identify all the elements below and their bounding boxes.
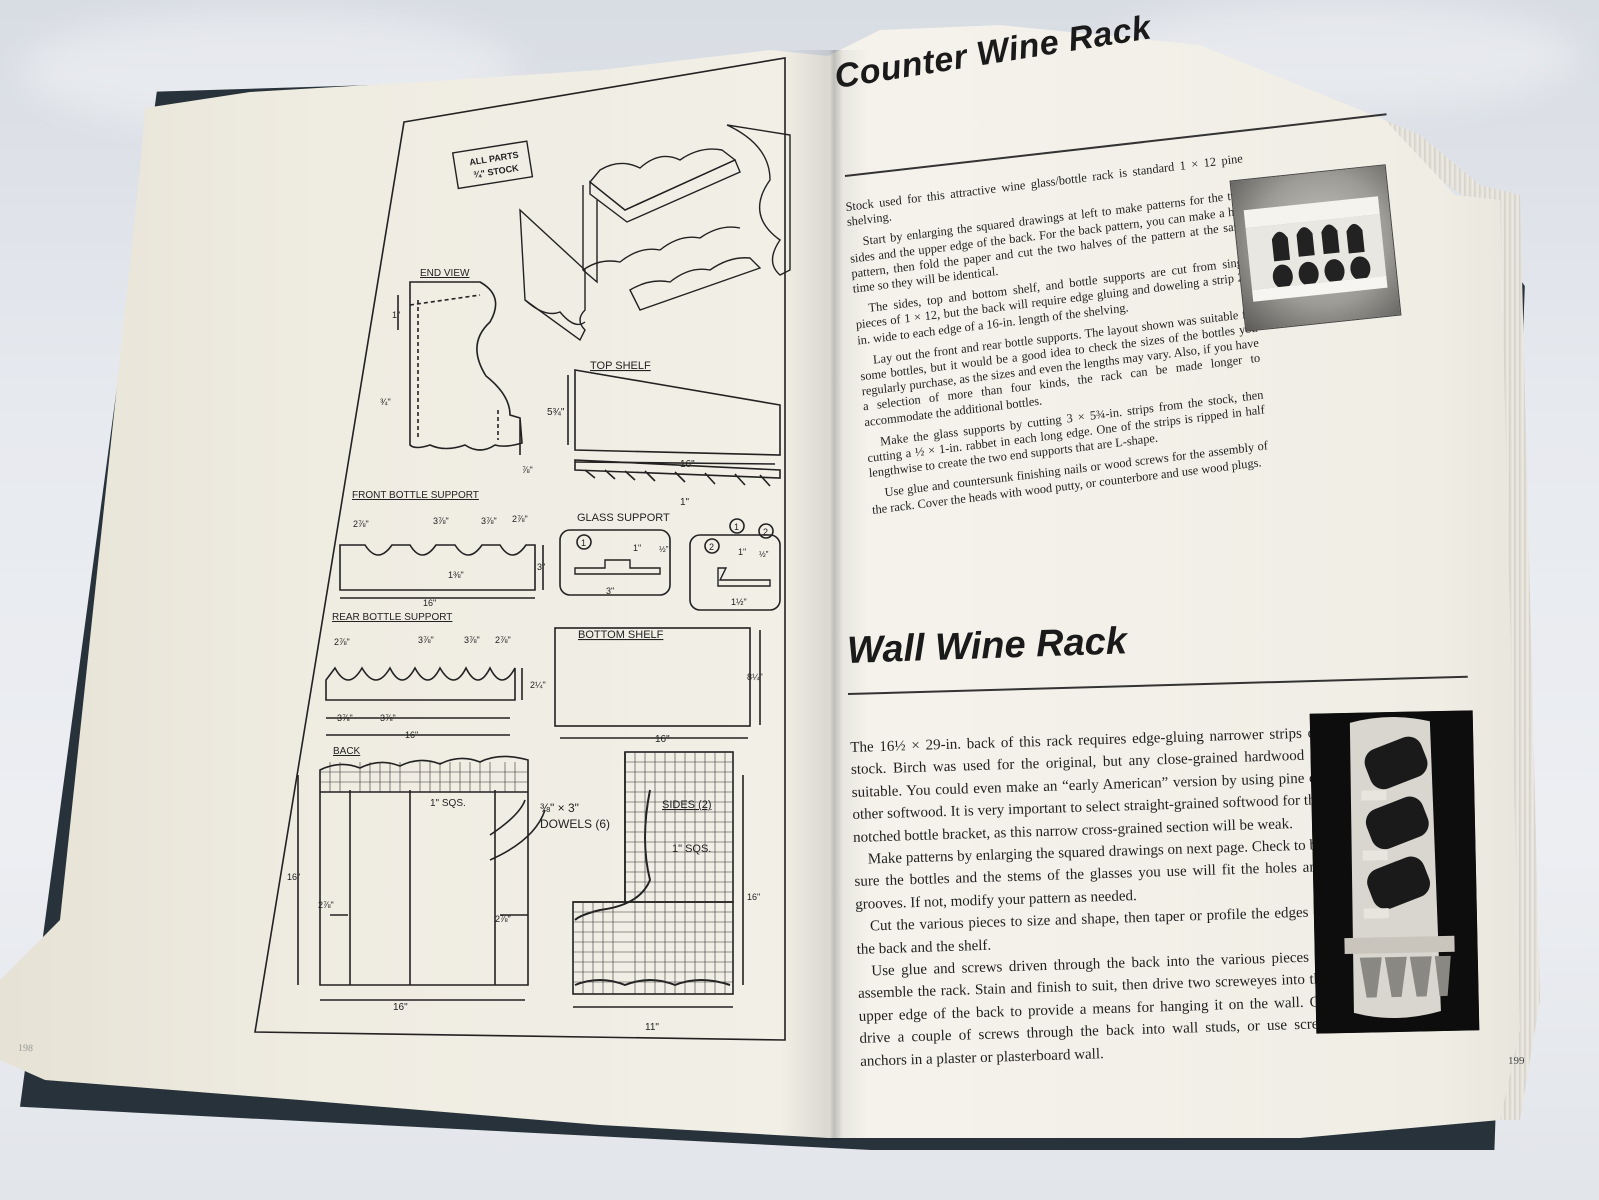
callout-2-glass: 2 (709, 542, 714, 552)
dim-back-width: 16" (393, 1002, 408, 1013)
dim-end-view-bottom: ⅞" (522, 465, 533, 475)
dim-front-a: 2⅞" (353, 519, 369, 529)
top-shelf-detail (567, 369, 781, 487)
dim-top-shelf-width: 16" (680, 459, 695, 470)
dim-front-c: 3⅞" (481, 516, 497, 526)
back-squares-label: 1" SQS. (430, 798, 466, 809)
dim-rear-width: 16" (405, 730, 418, 740)
front-bottle-support-label: FRONT BOTTLE SUPPORT (352, 490, 479, 501)
dim-back-right-offset: 2⅞" (495, 914, 511, 924)
dowels-label-line1: ⅜" × 3" (540, 801, 579, 815)
callout-1-glass: 1 (581, 538, 586, 548)
dim-glass1-width: 3" (606, 586, 614, 596)
dim-top-shelf-height: 5¾" (547, 407, 565, 418)
dim-front-b: 3⅞" (433, 516, 449, 526)
dim-glass1-top: 1" (633, 543, 641, 553)
dim-front-d: 2⅞" (512, 514, 528, 524)
dim-front-height: 3" (537, 562, 545, 572)
dim-rear-b: 3⅞" (418, 635, 434, 645)
back-label: BACK (333, 746, 361, 757)
front-bottle-support-detail (339, 544, 544, 599)
back-detail (297, 755, 546, 1001)
callout-1-shelf: 1 (734, 522, 739, 532)
dim-bottom-height: 8¼" (747, 672, 763, 682)
dim-sides-height: 16" (747, 892, 760, 902)
dim-end-view-side: ¾" (380, 397, 391, 407)
dim-rear-height: 2¼" (530, 680, 546, 690)
dowels-label-line2: DOWELS (6) (540, 817, 610, 831)
dim-bottom-width: 16" (655, 734, 670, 745)
dim-glass2-top: 1" (738, 547, 746, 557)
dim-back-left-offset: 2⅞" (318, 900, 334, 910)
end-view-label: END VIEW (420, 268, 470, 279)
sides-label: SIDES (2) (662, 799, 712, 811)
rear-bottle-support-detail (325, 666, 523, 736)
dim-top-shelf-notch: 1" (680, 497, 690, 508)
back-grid-lines (320, 762, 528, 792)
drawing-frame (254, 57, 786, 1041)
top-shelf-label: TOP SHELF (590, 360, 651, 372)
dim-sides-width: 11" (645, 1022, 659, 1033)
dim-rear-spacing-2: 3⅞" (380, 713, 396, 723)
dim-glass2-width: 1½" (731, 597, 747, 607)
callout-2-shelf: 2 (763, 527, 768, 537)
dim-rear-c: 3⅞" (464, 635, 480, 645)
dim-front-width: 16" (423, 598, 436, 608)
dim-rear-spacing-1: 3⅞" (337, 713, 353, 723)
dim-back-height: 16" (287, 872, 300, 882)
left-page-number: 198 (17, 1042, 34, 1055)
dim-end-view-top: 1" (392, 310, 400, 320)
end-view-detail (397, 281, 523, 455)
bottom-shelf-label: BOTTOM SHELF (578, 629, 664, 641)
dim-glass2-side: ½" (759, 550, 769, 559)
sides-squares-label: 1" SQS. (672, 843, 711, 855)
sides-grid-detail (572, 751, 744, 1008)
dim-front-hole: 1⅜" (448, 570, 464, 580)
bottom-shelf-detail (554, 627, 751, 727)
dim-glass1-side: ½" (659, 545, 669, 554)
glass-support-2 (689, 534, 781, 611)
all-parts-note: ALL PARTS ¾" STOCK (451, 140, 534, 190)
sides-grid-lines (573, 752, 733, 994)
rear-bottle-support-label: REAR BOTTLE SUPPORT (332, 612, 452, 623)
exploded-rack-illustration (519, 124, 791, 342)
dim-rear-a: 2⅞" (334, 637, 350, 647)
dim-rear-d: 2⅞" (495, 635, 511, 645)
glass-support-label: GLASS SUPPORT (577, 512, 670, 524)
glass-support-1 (559, 529, 671, 596)
